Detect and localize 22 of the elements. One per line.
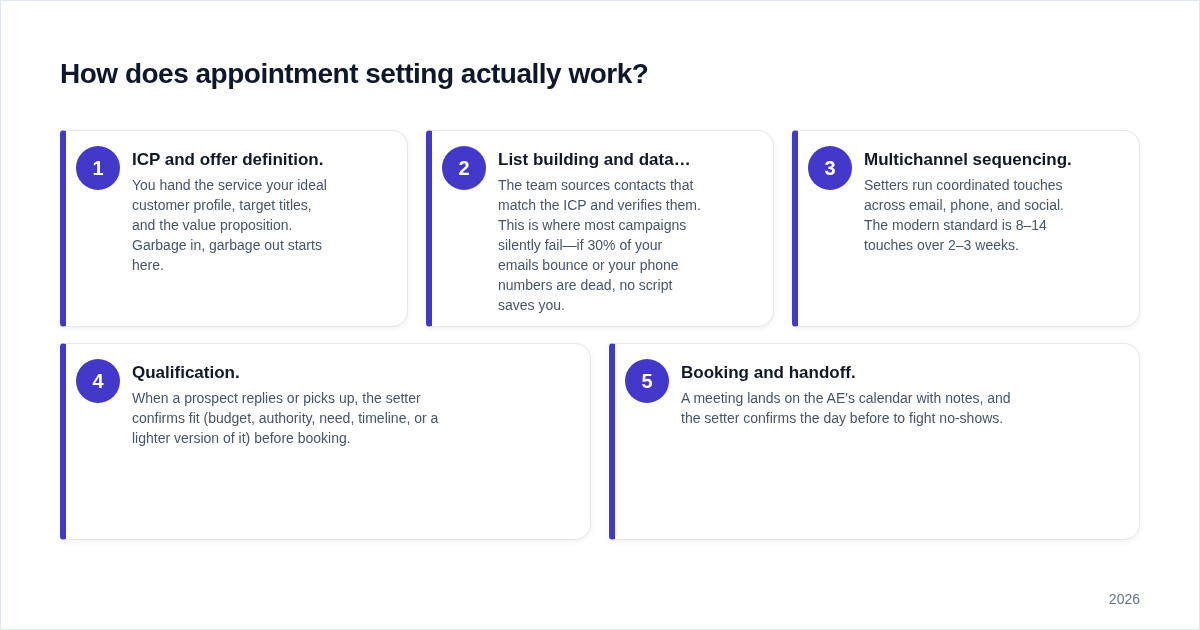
step-description: The team sources contacts that match the ICP and verifies them. This is where most campaigns silently fail—if 30% of your emails bounce or your phone numbers are dead, no script saves you. (498, 176, 702, 315)
step-description: When a prospect replies or picks up, the setter confirms fit (budget, authority, need, timeline, or a lighter version of it) before booking. (132, 389, 440, 448)
step-number: 1 (76, 146, 120, 190)
step-card (609, 343, 1140, 540)
step-description: Setters run coordinated touches across email, phone, and social. The modern standard is 8–14 touches over 2–3 weeks. (864, 176, 1065, 255)
step-number: 5 (625, 359, 669, 403)
step-number: 3 (808, 146, 852, 190)
step-card (792, 130, 1140, 327)
step-heading: Multichannel sequencing. (864, 149, 1072, 171)
step-heading: List building and data… (498, 149, 691, 171)
step-number: 2 (442, 146, 486, 190)
diagram-title: How does appointment setting actually work? (60, 57, 649, 91)
step-number: 4 (76, 359, 120, 403)
step-card (60, 343, 591, 540)
year-label: 2026 (1108, 590, 1140, 609)
step-card (60, 130, 408, 327)
step-heading: Booking and handoff. (681, 362, 856, 384)
step-heading: Qualification. (132, 362, 240, 384)
step-description: You hand the service your ideal customer profile, target titles, and the value proposition. Garbage in, garbage out starts here. (132, 176, 328, 275)
step-heading: ICP and offer definition. (132, 149, 324, 171)
step-description: A meeting lands on the AE's calendar with notes, and the setter confirms the day before to fight no-shows. (681, 389, 1012, 428)
step-card (426, 130, 774, 327)
